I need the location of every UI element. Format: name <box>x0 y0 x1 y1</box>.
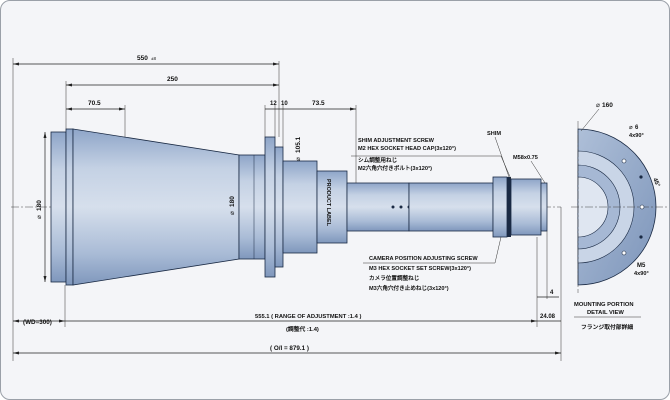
thread-end <box>540 182 548 232</box>
svg-text:⌀: ⌀ <box>596 102 600 109</box>
detail-title-jp: フランジ取付部詳細 <box>581 323 633 331</box>
svg-text:⌀: ⌀ <box>295 157 302 161</box>
detail-dia: 160 <box>602 102 613 109</box>
detail-title: MOUNTING PORTION <box>574 302 634 308</box>
camera-screw-jp: カメラ位置調整ねじ <box>369 274 420 282</box>
detail-tap-qty: 4x90° <box>634 271 649 277</box>
shim-screw-spec: M2 HEX SOCKET HEAD CAP(3x120°) <box>358 146 456 152</box>
shim <box>507 177 511 237</box>
detail-subtitle: DETAIL VIEW <box>587 310 624 316</box>
dim-cone-length: 70.5 <box>88 100 101 107</box>
front-ring <box>50 131 67 283</box>
label-section <box>316 170 348 244</box>
camera-mount <box>510 178 542 236</box>
dim-back-gap: 4 <box>550 290 554 296</box>
dim-flange-b: 10 <box>281 101 288 107</box>
cone-body <box>72 128 240 286</box>
shim-screw-jp-spec: M2六角穴付きボルト(3x120°) <box>358 164 432 172</box>
dim-flange-dia: 105.1 <box>295 136 302 153</box>
svg-text:⌀: ⌀ <box>36 215 43 219</box>
dim-wd: (WD=300) <box>23 319 52 326</box>
dim-cone-dia: 180 <box>229 196 236 207</box>
product-label-text: PRODUCT LABEL <box>325 179 331 227</box>
dim-total-length: 550 <box>137 55 148 62</box>
detail-tap: M5 <box>637 263 646 269</box>
camera-screw-label: CAMERA POSITION ADJUSTING SCREW <box>369 256 478 262</box>
detail-hole-qty: 4x90° <box>629 133 644 139</box>
flange-collar <box>274 146 284 268</box>
camera-screw-jp-spec: M3六角穴付き止めねじ(3x120°) <box>369 284 449 292</box>
dim-oi: ( O/I = 879.1 ) <box>270 345 309 352</box>
dim-rear-body: 73.5 <box>312 100 325 107</box>
detail-angle: 45° <box>651 177 661 188</box>
dim-range-adjust-jp: (調整代 :1.4) <box>286 325 319 333</box>
dim-front-length: 250 <box>167 76 178 83</box>
dim-flange-a: 12 <box>270 101 277 107</box>
dim-back-focus: 24.08 <box>540 314 556 320</box>
shim-collar <box>492 176 508 238</box>
cone-tail <box>238 154 266 260</box>
front-barrel <box>65 128 74 286</box>
tube-2 <box>408 182 494 232</box>
svg-text:⌀: ⌀ <box>629 125 633 131</box>
dim-range-adjust: 555.1 ( RANGE OF ADJUSTMENT :1.4 ) <box>255 314 361 320</box>
mounting-detail-view <box>571 121 669 293</box>
rear-body <box>282 160 318 254</box>
shim-label: SHIM <box>487 131 501 137</box>
shim-screw-jp: シム調整用ねじ <box>358 156 398 164</box>
camera-screw-spec: M3 HEX SOCKET SET SCREW(3x120°) <box>369 266 471 272</box>
flange <box>264 136 276 278</box>
thread-label: M58x0.75 <box>513 155 538 161</box>
detail-hole-dia: 6 <box>635 125 639 131</box>
dim-total-length-suffix: ±8 <box>151 56 156 61</box>
dim-front-dia: 180 <box>36 200 43 211</box>
shim-screw-label: SHIM ADJUSTMENT SCREW <box>358 138 435 144</box>
svg-text:⌀: ⌀ <box>229 211 236 215</box>
